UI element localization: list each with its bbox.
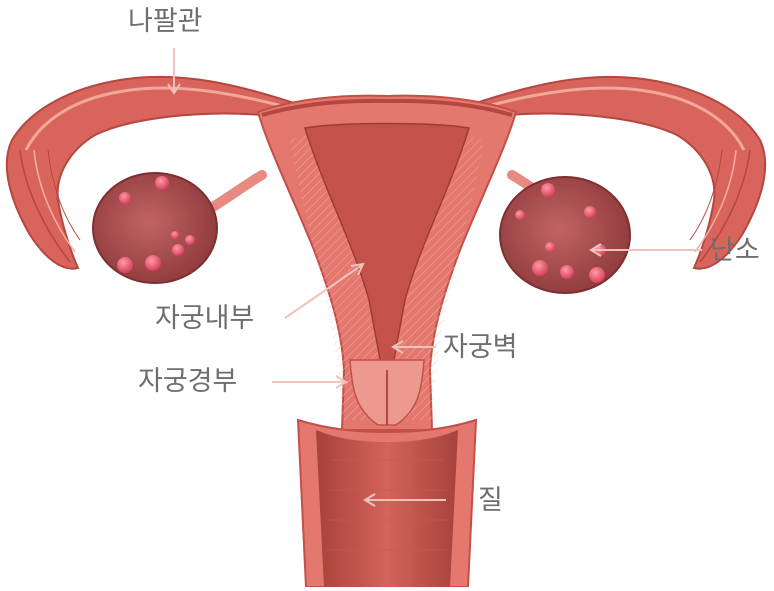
vagina xyxy=(296,418,478,588)
uterine-cavity-label: 자궁내부 xyxy=(155,303,255,334)
fallopian-tube-arrowhead xyxy=(167,83,181,95)
left-fallopian-tube xyxy=(5,75,304,270)
right-fallopian-tube xyxy=(466,75,767,270)
cervix-arrowhead xyxy=(335,375,348,389)
uterine-wall-arrowhead xyxy=(391,340,404,354)
fallopian-tube-label: 나팔관 xyxy=(128,6,203,37)
uterine-cavity-arrowhead xyxy=(350,262,365,276)
left-ovary xyxy=(92,172,218,284)
cervix-label: 자궁경부 xyxy=(138,366,238,397)
cervix xyxy=(349,359,425,426)
uterine-cavity xyxy=(304,122,470,371)
ovary-arrowhead xyxy=(589,243,602,257)
right-ovary xyxy=(499,176,631,294)
leader-lines xyxy=(167,48,702,507)
vagina-label: 질 xyxy=(478,485,503,516)
uterine-cavity-leader xyxy=(284,264,363,319)
vagina-arrowhead xyxy=(363,493,376,507)
ovary-label: 난소 xyxy=(710,235,760,266)
uterine-wall-label: 자궁벽 xyxy=(443,332,518,363)
